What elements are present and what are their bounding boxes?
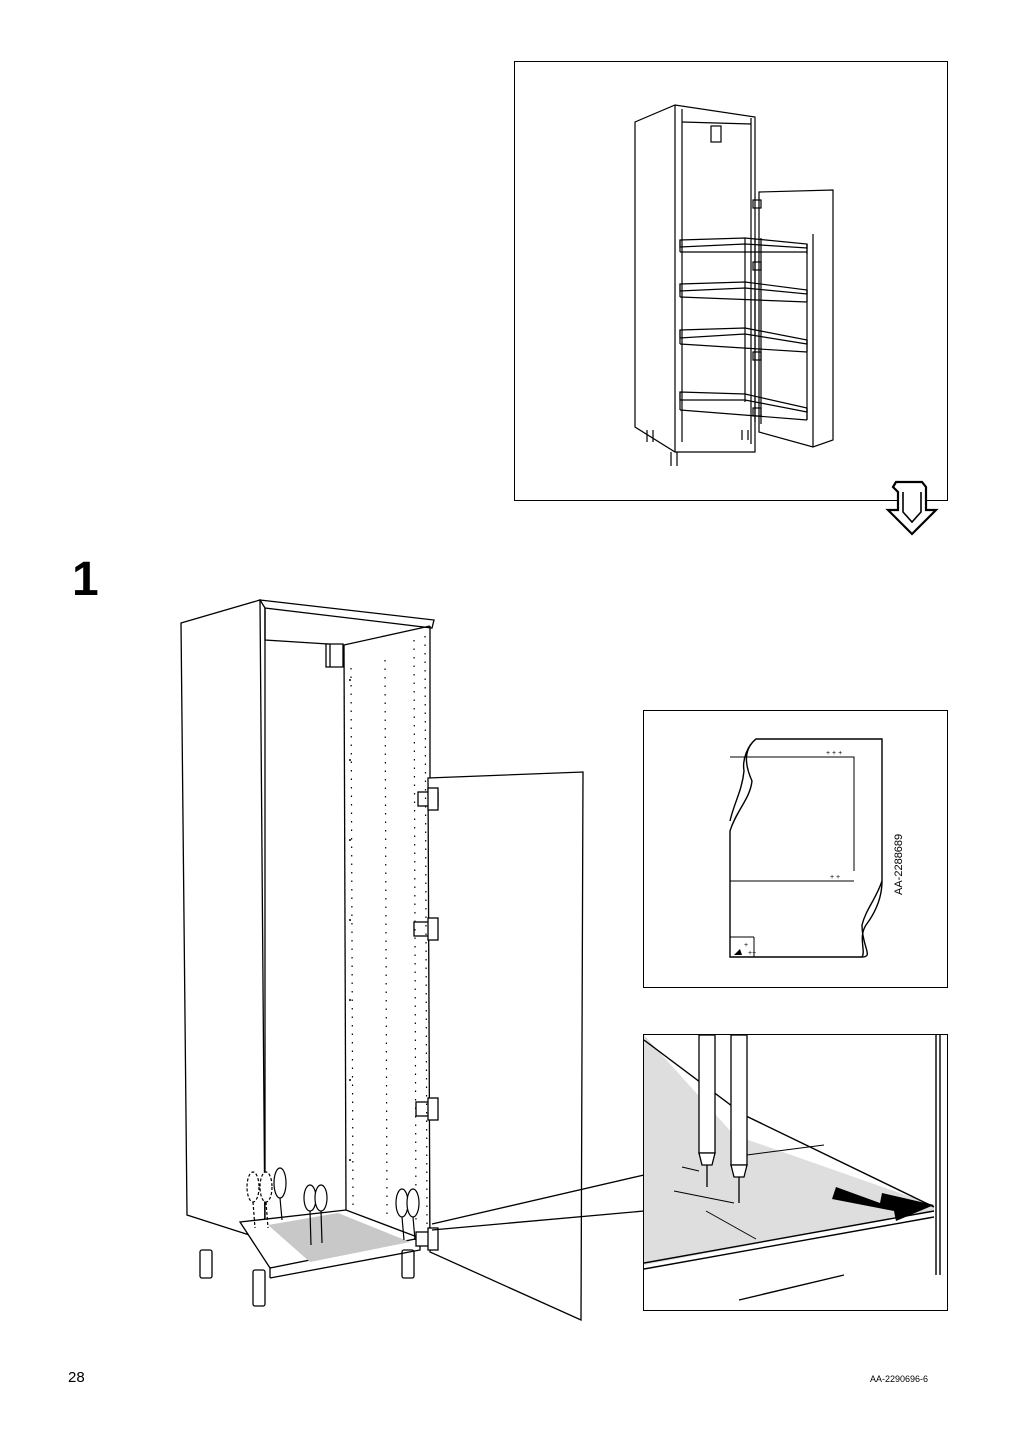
template-code: AA-2288689 bbox=[893, 833, 905, 895]
svg-text:++: ++ bbox=[748, 950, 756, 957]
cabinet-with-baskets-illustration bbox=[634, 104, 834, 466]
drilling-template-sheet bbox=[268, 1213, 410, 1262]
svg-text:+ + +: + + + bbox=[826, 750, 842, 757]
page-number: 28 bbox=[68, 1369, 85, 1386]
step-number: 1 bbox=[72, 553, 99, 606]
drilling-detail-panel bbox=[643, 1034, 948, 1311]
awl-points bbox=[698, 1035, 748, 1203]
svg-text:+ +: + + bbox=[830, 874, 840, 881]
template-detail-panel: + + + + + + ++ bbox=[643, 710, 948, 988]
document-code: AA-2290696-6 bbox=[870, 1374, 929, 1384]
drilling-closeup-illustration bbox=[644, 1035, 941, 1301]
drilling-template-illustration: + + + + + + ++ bbox=[729, 738, 883, 958]
svg-text:+: + bbox=[744, 942, 748, 949]
awl-tools bbox=[246, 1167, 420, 1246]
push-direction-arrow-icon bbox=[832, 1187, 934, 1221]
overview-illustration-panel bbox=[514, 61, 948, 501]
